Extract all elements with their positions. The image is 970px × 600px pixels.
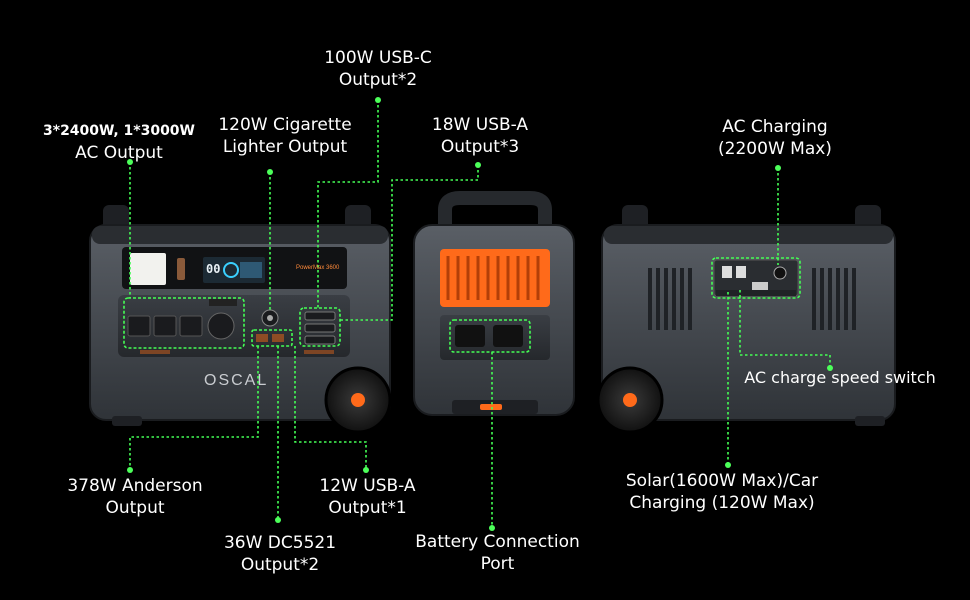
label-line: 18W USB-A [431, 115, 529, 135]
rear-unit [596, 205, 896, 434]
label-battery-port: Battery Connection Port [405, 531, 590, 575]
label-solar: Solar(1600W Max)/Car Charging (120W Max) [612, 470, 832, 514]
display-readout: 00 [206, 262, 221, 276]
label-line: Charging (120W Max) [629, 493, 815, 513]
label-usbc: 100W USB-C Output*2 [298, 47, 458, 91]
label-line: Solar(1600W Max)/Car [625, 471, 819, 491]
label-line: 12W USB-A [319, 476, 416, 496]
label-line: AC charge speed switch [744, 368, 936, 387]
label-ac-switch: AC charge speed switch [738, 367, 942, 389]
label-line: 36W DC5521 [223, 533, 337, 553]
label-line: Output*1 [328, 498, 407, 518]
led-light [130, 253, 166, 285]
label-line: Battery Connection [415, 532, 580, 552]
callout-lines [127, 97, 833, 531]
label-ac-output: 3*2400W, 1*3000W AC Output [34, 120, 204, 164]
panel-model-text: PowerMax 3600 [296, 265, 340, 271]
label-line: Port [480, 554, 515, 574]
battery-unit [413, 191, 575, 416]
label-line: Lighter Output [222, 137, 348, 157]
front-unit [89, 205, 392, 434]
label-cigarette: 120W Cigarette Lighter Output [205, 114, 365, 158]
label-usba-18w: 18W USB-A Output*3 [405, 114, 555, 158]
label-line: 100W USB-C [324, 48, 432, 68]
label-line: AC Charging [722, 117, 828, 137]
label-ac-charging: AC Charging (2200W Max) [700, 116, 850, 160]
label-line: Output*3 [440, 137, 520, 157]
label-line: (2200W Max) [718, 139, 832, 159]
brand-logo: OSCAL [204, 372, 268, 389]
label-line: 378W Anderson [67, 476, 203, 496]
label-line: 3*2400W, 1*3000W [43, 123, 195, 139]
label-usba-12w: 12W USB-A Output*1 [300, 475, 435, 519]
label-dc5521: 36W DC5521 Output*2 [205, 532, 355, 576]
label-line: Output [105, 498, 165, 518]
label-line: Output*2 [338, 70, 418, 90]
label-line: 120W Cigarette [218, 115, 352, 135]
label-anderson: 378W Anderson Output [50, 475, 220, 519]
label-line: AC Output [75, 143, 163, 163]
label-line: Output*2 [240, 555, 320, 575]
